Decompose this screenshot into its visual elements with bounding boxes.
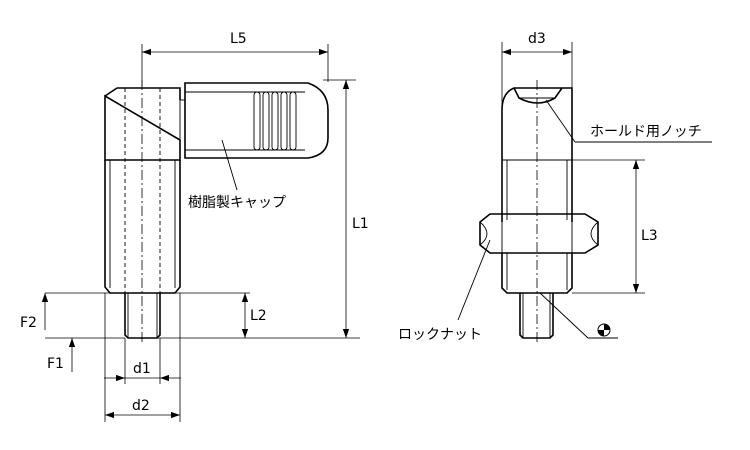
dim-d3: d3 [528, 31, 546, 47]
lock-nut [479, 213, 599, 254]
side-view: L5 L1 L2 F2 F1 d1 d2 樹脂製キャップ [20, 31, 369, 422]
dim-L5: L5 [230, 31, 247, 47]
plunger-pin [124, 293, 161, 339]
dim-d2: d2 [132, 398, 150, 414]
resin-cap [184, 82, 329, 159]
label-F1: F1 [47, 356, 64, 372]
callout-hold-notch: ホールド用ノッチ [590, 124, 702, 140]
dim-d1: d1 [133, 361, 151, 377]
front-view: d3 L3 ホールド用ノッチ ロックナット [398, 31, 712, 345]
label-F2: F2 [20, 315, 37, 331]
dim-L1: L1 [352, 216, 369, 232]
plunger-pin-front [519, 293, 554, 339]
callout-lock-nut: ロックナット [398, 327, 482, 343]
callout-resin-cap: 樹脂製キャップ [188, 195, 286, 211]
threaded-body [104, 160, 181, 294]
dim-L3: L3 [641, 228, 658, 244]
cam-wedge [104, 94, 181, 161]
dim-L2: L2 [250, 308, 267, 324]
datum-target-icon [597, 323, 611, 337]
grip-slots [253, 91, 297, 151]
